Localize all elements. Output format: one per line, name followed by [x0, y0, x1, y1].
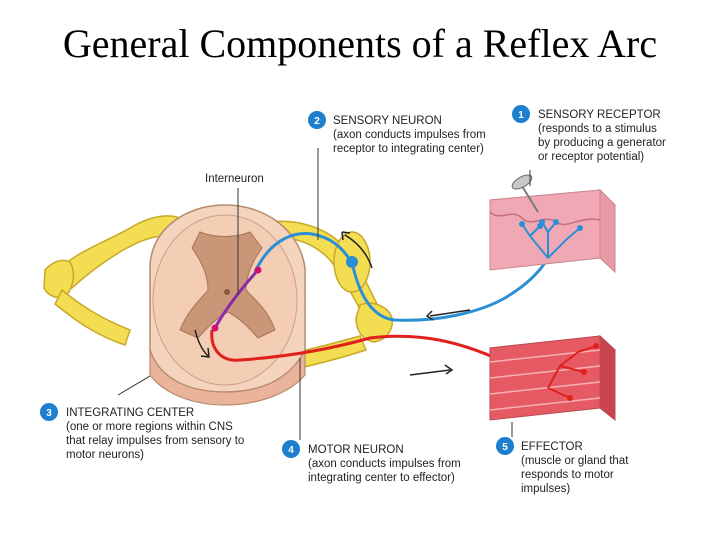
number-badge [282, 440, 300, 458]
callout-line: by producing a generator [538, 137, 666, 149]
sensory-neuron-path [253, 232, 550, 322]
callout-line: (axon conducts impulses from [308, 458, 461, 470]
page-title: General Components of a Reflex Arc [62, 21, 658, 66]
sensory-neuron-callout: 2 SENSORY NEURON (axon conducts impulses… [308, 111, 486, 155]
motor-neuron-callout: 4 MOTOR NEURON (axon conducts impulses f… [282, 440, 461, 484]
badge-number: 4 [288, 445, 294, 456]
skin-receptor [488, 188, 617, 274]
callout-line: motor neurons) [66, 449, 144, 461]
callout-heading: EFFECTOR [521, 441, 583, 453]
callout-heading: SENSORY RECEPTOR [538, 109, 661, 121]
sensory-receptor-callout: 1 SENSORY RECEPTOR (responds to a stimul… [512, 105, 666, 163]
muscle-effector [488, 334, 617, 422]
integrating-center-callout: 3 INTEGRATING CENTER (one or more region… [40, 403, 244, 461]
callout-line: responds to motor [521, 469, 614, 481]
interneuron-label: Interneuron [205, 173, 264, 185]
callout-line: (responds to a stimulus [538, 123, 657, 135]
callout-heading: INTEGRATING CENTER [66, 407, 194, 419]
effector-callout: 5 EFFECTOR (muscle or gland that respond… [496, 437, 629, 495]
arrow-icon [194, 231, 471, 376]
pushpin-icon [511, 174, 539, 213]
number-badge [496, 437, 514, 455]
number-badge [308, 111, 326, 129]
leader-lines [117, 148, 531, 440]
badge-number: 3 [46, 408, 52, 419]
callout-line: impulses) [521, 483, 570, 495]
interneuron-path [211, 266, 262, 332]
callout-line: receptor to integrating center) [333, 143, 484, 155]
callout-line: integrating center to effector) [308, 472, 455, 484]
spinal-cord [149, 204, 306, 406]
callout-line: (muscle or gland that [521, 455, 629, 467]
badge-number: 1 [518, 110, 524, 121]
callout-heading: MOTOR NEURON [308, 444, 404, 456]
number-badge [512, 105, 530, 123]
callout-line: (axon conducts impulses from [333, 129, 486, 141]
callout-line: that relay impulses from sensory to [66, 435, 244, 447]
badge-number: 2 [314, 116, 320, 127]
badge-number: 5 [502, 442, 508, 453]
number-badge [40, 403, 58, 421]
callout-line: (one or more regions within CNS [66, 421, 233, 433]
callout-line: or receptor potential) [538, 151, 644, 163]
callout-heading: SENSORY NEURON [333, 115, 442, 127]
